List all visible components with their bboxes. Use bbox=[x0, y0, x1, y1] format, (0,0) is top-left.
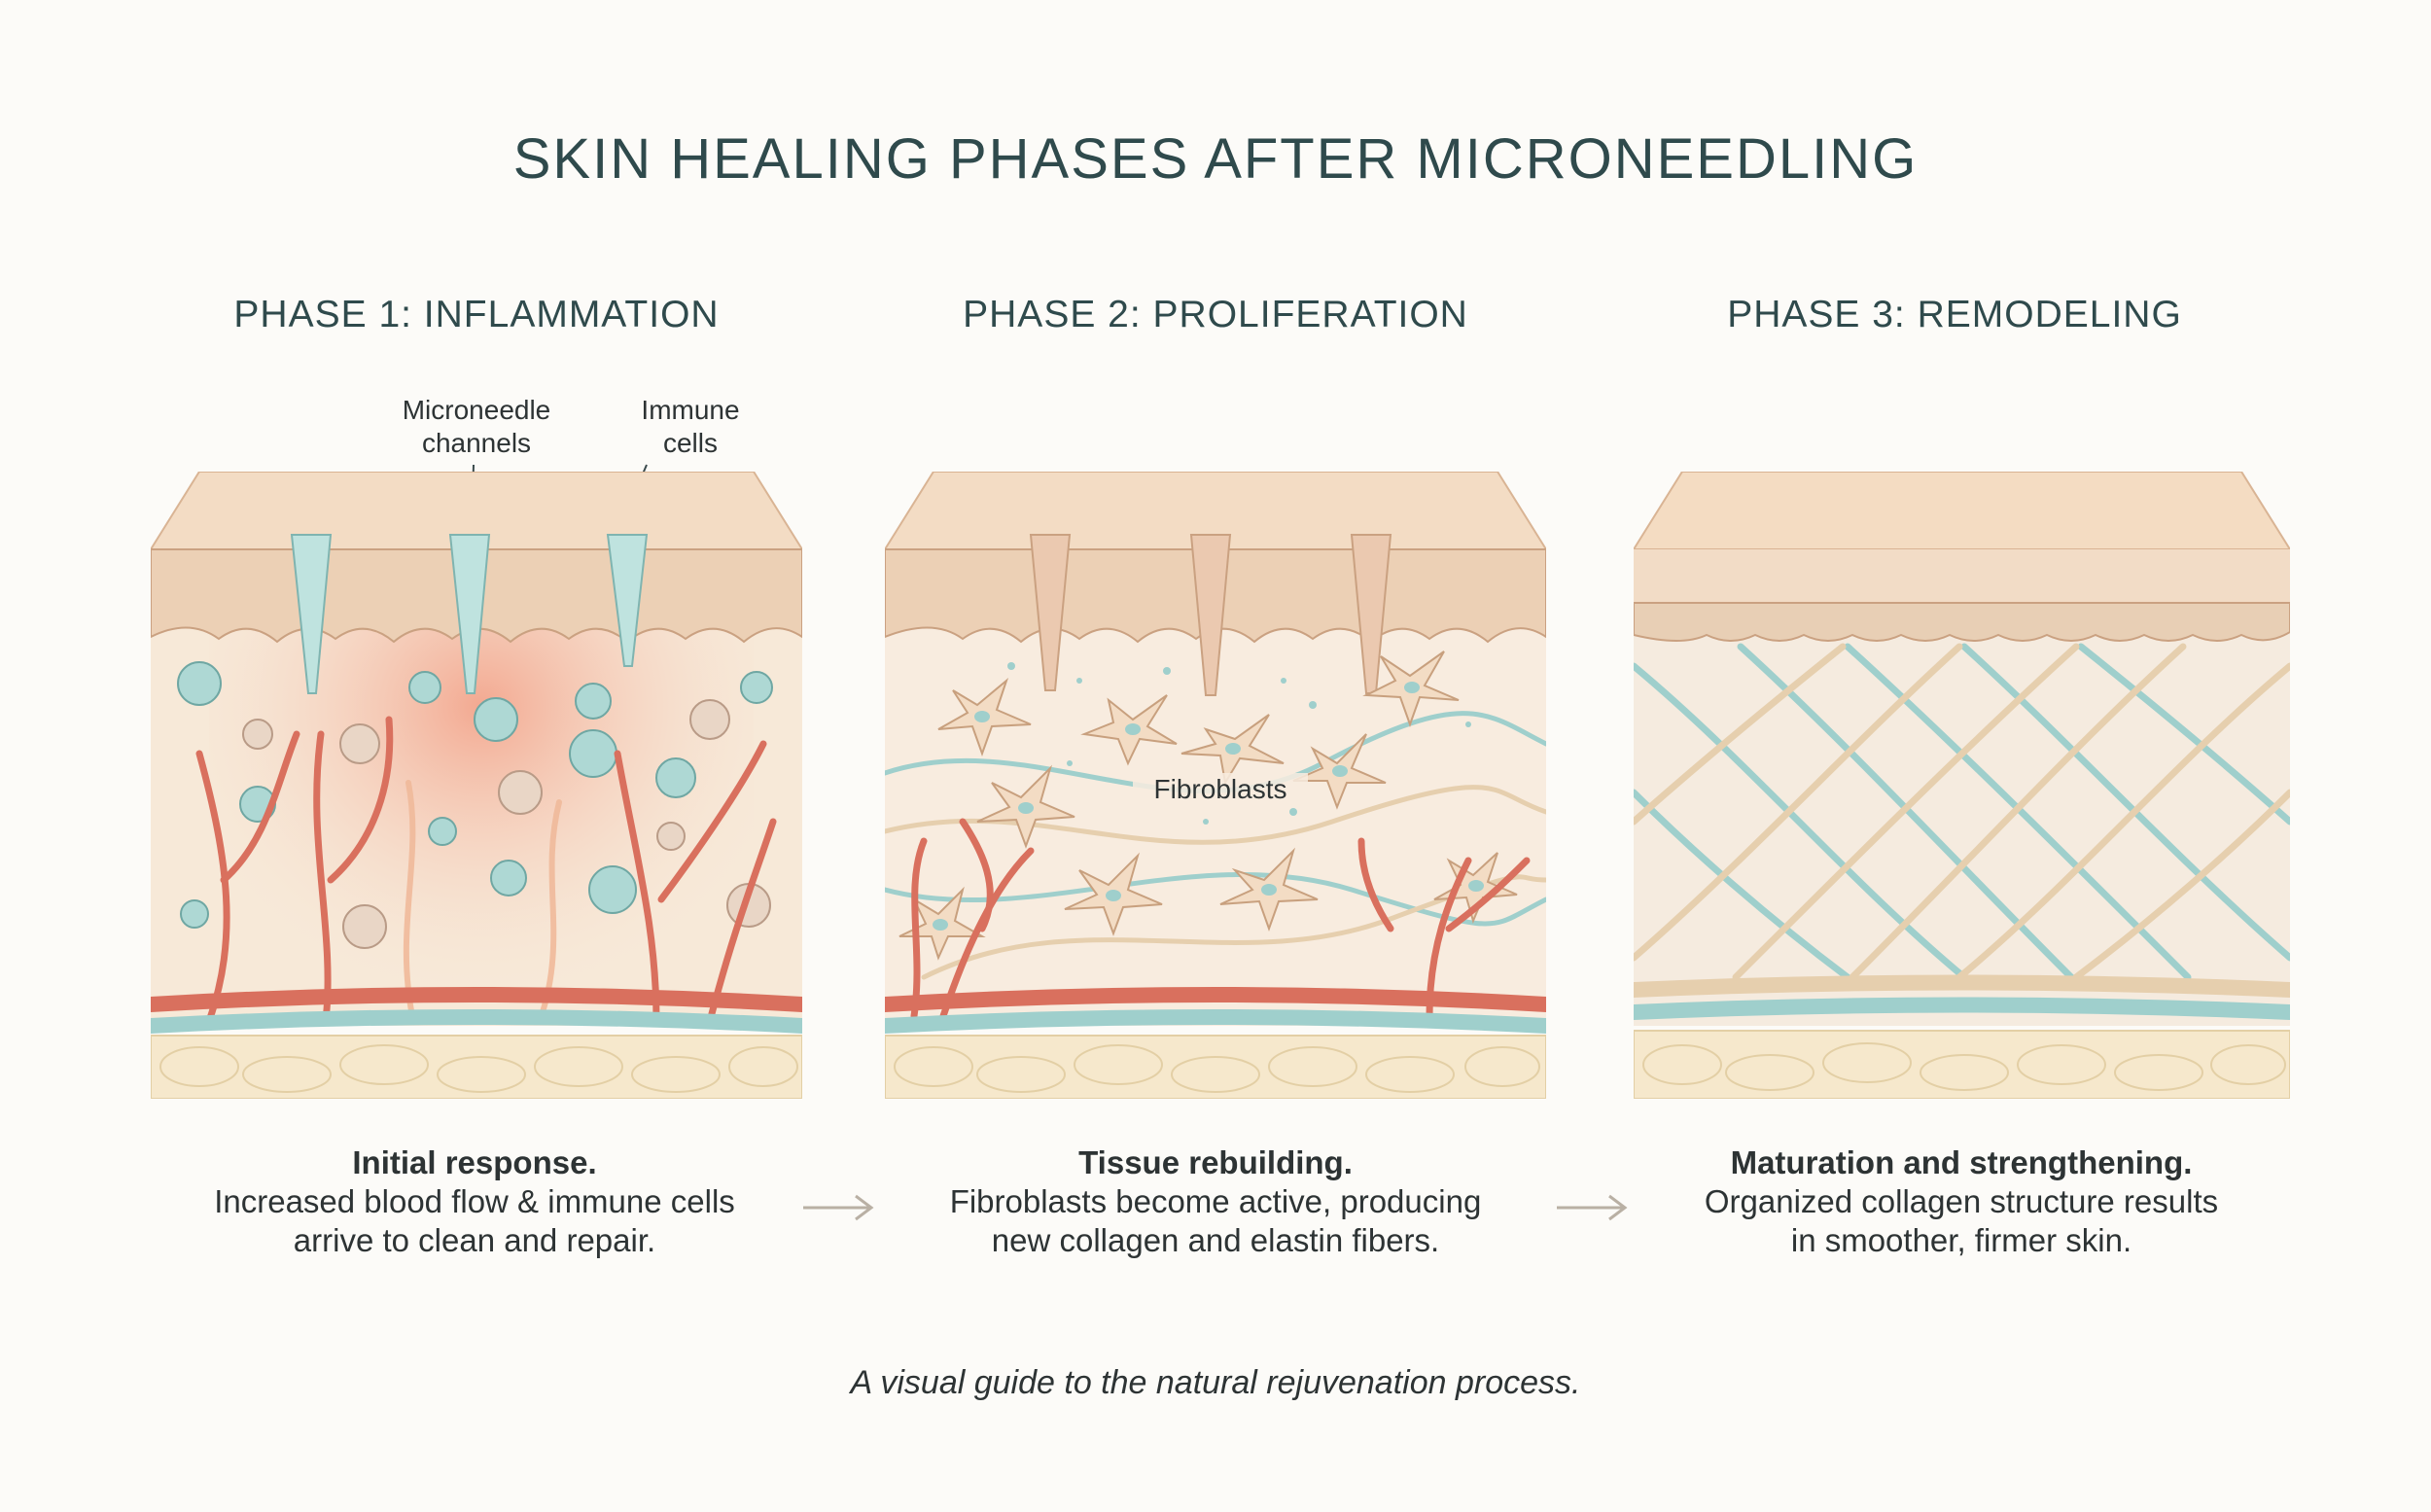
phase-1-caption: Initial response. Increased blood flow &… bbox=[144, 1143, 805, 1260]
phase-1-caption-lead: Initial response. bbox=[144, 1143, 805, 1182]
phase-2-caption-lead: Tissue rebuilding. bbox=[885, 1143, 1546, 1182]
arrow-right-icon bbox=[799, 1188, 877, 1227]
fat-layer bbox=[1634, 1031, 2290, 1099]
phase-3-caption-line1: Organized collagen structure results bbox=[1631, 1182, 2292, 1221]
epidermis-smooth bbox=[1634, 549, 2290, 603]
phase-2-caption-line1: Fibroblasts become active, producing bbox=[885, 1182, 1546, 1221]
phase-3-caption-line2: in smoother, firmer skin. bbox=[1631, 1221, 2292, 1260]
phase-1-caption-line2: arrive to clean and repair. bbox=[144, 1221, 805, 1260]
phase-2-caption: Tissue rebuilding. Fibroblasts become ac… bbox=[885, 1143, 1546, 1260]
phase-3-illustration bbox=[1634, 472, 2290, 1099]
footer-note: A visual guide to the natural rejuvenati… bbox=[0, 1364, 2431, 1402]
fat-layer bbox=[885, 1036, 1546, 1099]
dermal-junction bbox=[1634, 603, 2290, 641]
arrow-right-icon bbox=[1553, 1188, 1631, 1227]
phase-3-caption: Maturation and strengthening. Organized … bbox=[1631, 1143, 2292, 1260]
phase-1-illustration bbox=[151, 472, 802, 1099]
fibroblasts-label: Fibroblasts bbox=[1133, 773, 1308, 806]
epidermis-top bbox=[1634, 472, 2290, 549]
phase-3-caption-lead: Maturation and strengthening. bbox=[1631, 1143, 2292, 1182]
phase-1-caption-line1: Increased blood flow & immune cells bbox=[144, 1182, 805, 1221]
phase-2-caption-line2: new collagen and elastin fibers. bbox=[885, 1221, 1546, 1260]
